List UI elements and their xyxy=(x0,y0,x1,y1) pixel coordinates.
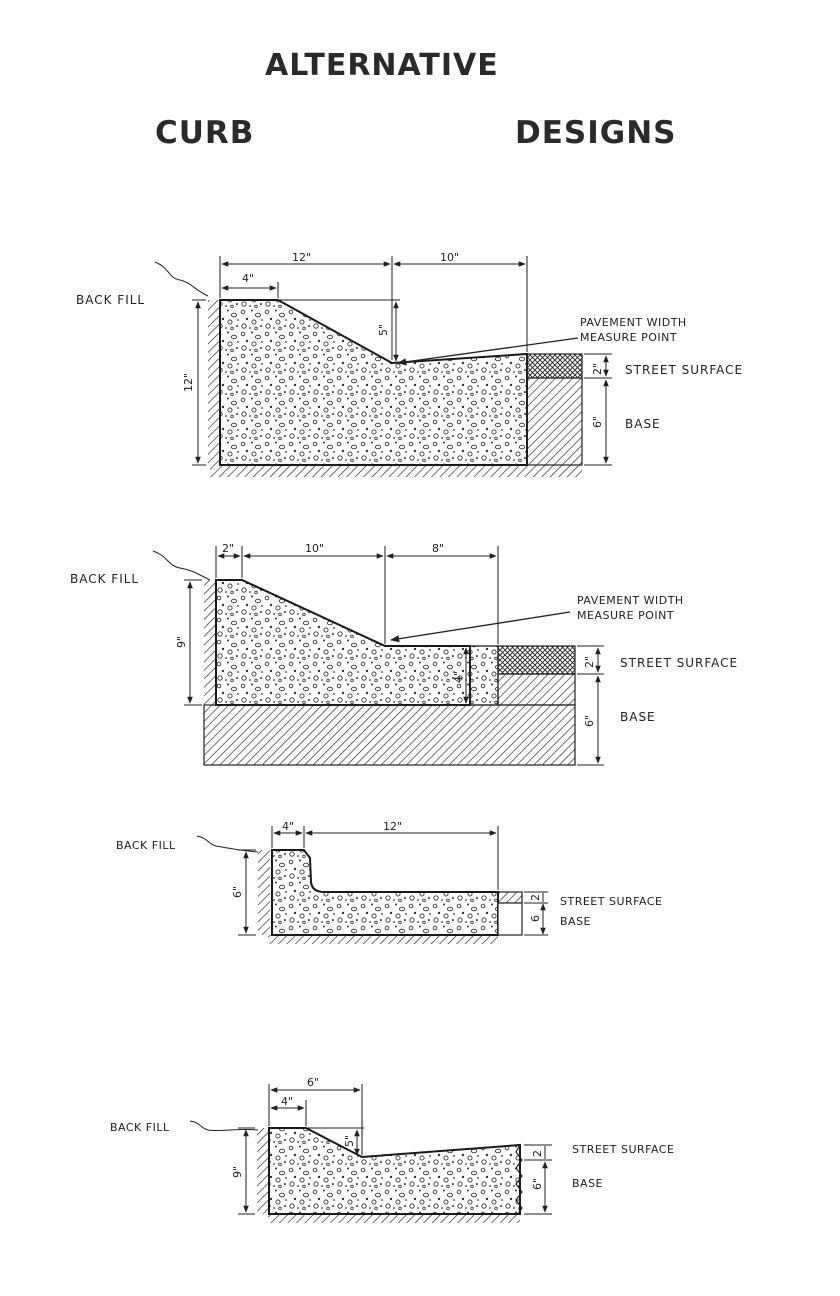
street-surface-label: STREET SURFACE xyxy=(625,363,743,377)
dim-gutter: 10" xyxy=(440,251,459,264)
dim-gutter: 12" xyxy=(383,820,402,833)
street-surface-layer xyxy=(497,891,523,904)
dim-surface: 2" xyxy=(591,363,604,375)
dim-gutter: 8" xyxy=(432,542,444,555)
dim-base: 6 xyxy=(529,915,542,922)
base-label: BASE xyxy=(620,710,656,724)
street-surface-layer xyxy=(526,353,583,379)
base-label: BASE xyxy=(572,1177,603,1190)
dim-drop: 5" xyxy=(343,1135,356,1147)
curb-section xyxy=(219,299,528,466)
dim-surface: 2 xyxy=(531,1150,544,1157)
dim-top-total: 12" xyxy=(292,251,311,264)
base-layer-upper xyxy=(497,673,576,706)
title-alternative: ALTERNATIVE xyxy=(265,48,499,83)
pavement-label-l2: MEASURE POINT xyxy=(580,331,677,344)
dim-height: 9" xyxy=(175,636,188,648)
curb-lip xyxy=(469,645,499,706)
curb-section xyxy=(215,579,471,706)
dim-lip: 4" xyxy=(452,671,465,683)
design-4: 6" 4" 5" 9" 2 6" BACK FILL STREET SURFAC… xyxy=(110,1076,674,1223)
dim-height: 6" xyxy=(231,886,244,898)
pavement-label-l1: PAVEMENT WIDTH xyxy=(580,316,687,329)
design-2: 2" 10" 8" 9" 4" 2" 6" PAVEMENT WIDTH MEA… xyxy=(70,542,738,766)
base-layer xyxy=(203,704,576,766)
street-surface-label: STREET SURFACE xyxy=(620,656,738,670)
base-label: BASE xyxy=(625,417,661,431)
back-fill-label: BACK FILL xyxy=(116,839,176,852)
dim-base: 6" xyxy=(591,416,604,428)
dim-base: 6" xyxy=(583,715,596,727)
dim-height: 12" xyxy=(182,373,195,392)
back-fill-label: BACK FILL xyxy=(110,1121,170,1134)
base-layer xyxy=(497,902,523,936)
base-layer xyxy=(526,377,583,466)
dim-slope: 10" xyxy=(305,542,324,555)
design-1: 12" 10" 4" 5" 12" 2" 6" PAVEMENT WIDTH M… xyxy=(76,251,743,477)
dim-top-flat: 4" xyxy=(281,1095,293,1108)
base-label: BASE xyxy=(560,915,591,928)
dim-surface: 2 xyxy=(529,894,542,901)
backfill-hatch xyxy=(204,580,216,705)
subgrade-hatch xyxy=(210,465,582,477)
backfill-squiggle xyxy=(152,550,211,581)
dim-surface: 2" xyxy=(583,656,596,668)
back-fill-label: BACK FILL xyxy=(76,293,145,307)
dim-top-total: 6" xyxy=(307,1076,319,1089)
dim-top-flat: 4" xyxy=(282,820,294,833)
dim-drop: 5" xyxy=(377,324,390,336)
backfill-hatch xyxy=(258,850,270,935)
street-surface-label: STREET SURFACE xyxy=(572,1143,674,1156)
dim-height: 9" xyxy=(231,1166,244,1178)
curb-section xyxy=(271,849,499,936)
backfill-hatch xyxy=(208,300,220,465)
title-curb: CURB xyxy=(155,115,255,151)
dim-top-flat: 4" xyxy=(242,272,254,285)
backfill-squiggle xyxy=(154,261,209,297)
title-designs: DESIGNS xyxy=(515,115,677,151)
backfill-hatch xyxy=(257,1128,269,1214)
subgrade-hatch xyxy=(268,1214,520,1223)
street-surface-label: STREET SURFACE xyxy=(560,895,662,908)
curb-section xyxy=(268,1127,521,1215)
street-surface-layer xyxy=(497,645,576,675)
dim-base: 6" xyxy=(531,1178,544,1190)
back-fill-label: BACK FILL xyxy=(70,572,139,586)
break-edge xyxy=(515,1144,523,1215)
design-3: 4" 12" 6" 2 6 BACK FILL STREET SURFACE B… xyxy=(116,820,662,944)
pavement-label-l2: MEASURE POINT xyxy=(577,609,674,622)
backfill-squiggle xyxy=(189,1120,259,1132)
subgrade-hatch xyxy=(268,935,498,944)
dim-top-flat: 2" xyxy=(222,542,234,555)
pavement-label-l1: PAVEMENT WIDTH xyxy=(577,594,684,607)
